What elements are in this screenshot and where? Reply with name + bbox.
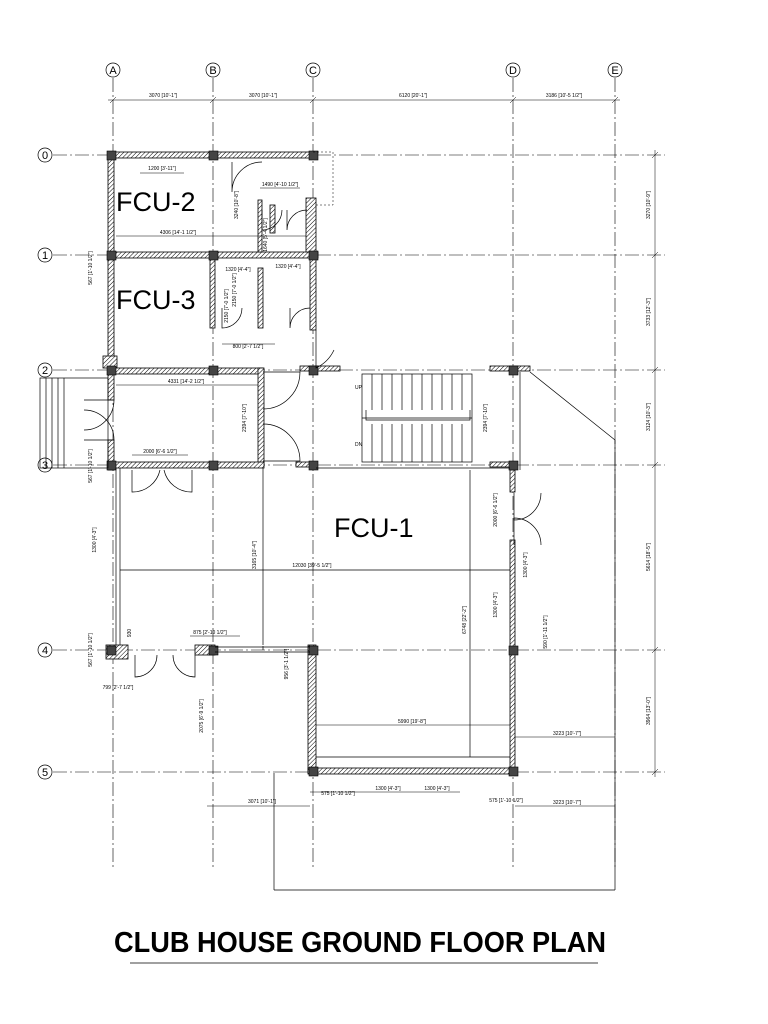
dim-800: 800 [2'-7 1/2"] xyxy=(233,344,264,350)
grid-label-3: 3 xyxy=(42,460,48,472)
columns xyxy=(106,150,519,777)
stair: UP DN xyxy=(355,373,473,463)
dim-590: 590 [1'-11 1/2"] xyxy=(543,615,549,649)
room-label-fcu-2: FCU-2 xyxy=(116,187,196,217)
entrance-steps xyxy=(39,377,109,469)
dim-875: 875 [2'-10 1/2"] xyxy=(193,630,227,636)
dim-2394b: 2394 [7'-10"] xyxy=(483,403,489,432)
dim-right-34: 5614 [18'-5"] xyxy=(646,542,652,571)
dim-4331: 4331 [14'-2 1/2"] xyxy=(168,379,205,385)
dim-799: 799 [2'-7 1/2"] xyxy=(103,685,134,691)
stair-down-label: DN xyxy=(355,442,363,448)
dim-3223b: 3223 [10'-7"] xyxy=(553,800,582,806)
room-label-fcu-3: FCU-3 xyxy=(116,285,196,315)
dim-3071: 3071 [10'-1"] xyxy=(248,799,277,805)
dim-right-45: 3964 [13'-0"] xyxy=(646,696,652,725)
dim-top-cd: 6120 [20'-1"] xyxy=(399,93,428,99)
dim-4306: 4306 [14'-1 1/2"] xyxy=(160,230,197,236)
grid-label-0: 0 xyxy=(42,150,48,162)
grid-label-1: 1 xyxy=(42,250,48,262)
dim-3165: 3165 [10'-4"] xyxy=(252,540,258,569)
dim-1640: 1640 [5'-4 1/2"] xyxy=(263,218,269,252)
dim-1320b: 1320 [4'-4"] xyxy=(275,264,301,270)
dim-2150b: 2150 [7'-0 1/2"] xyxy=(232,273,238,307)
grid-label-4: 4 xyxy=(42,645,48,657)
dim-1300c: 1300 [4'-3"] xyxy=(375,786,401,792)
right-dimension-chain: 3270 [10'-9"] 3733 [12'-3"] 3124 [10'-3"… xyxy=(646,150,659,777)
grid-label-a: A xyxy=(109,65,117,77)
dim-1490: 1490 [4'-10 1/2"] xyxy=(262,182,299,188)
grid-label-5: 5 xyxy=(42,767,48,779)
dim-1300b: 1300 [4'-3"] xyxy=(493,592,499,618)
grid-row-bubbles: 0 1 2 3 4 5 xyxy=(37,147,53,780)
dim-5990: 5990 [19'-8"] xyxy=(398,719,427,725)
dim-930: 930 xyxy=(127,629,133,638)
grid-label-e: E xyxy=(611,65,618,77)
grid-label-d: D xyxy=(509,65,517,77)
dim-1320a: 1320 [4'-4"] xyxy=(225,267,251,273)
dim-12030: 12030 [39'-5 1/2"] xyxy=(292,563,332,569)
dim-1300d: 1300 [4'-3"] xyxy=(424,786,450,792)
dim-left-567a: 567 [1'-10 1/2"] xyxy=(88,251,94,285)
dim-2000: 2000 [6'-6 1/2"] xyxy=(143,449,177,455)
stair-up-label: UP xyxy=(355,385,363,391)
interior-dimensions: 1200 [3'-11"] 1490 [4'-10 1/2"] 3240 [10… xyxy=(88,166,615,807)
doors xyxy=(83,161,542,678)
dim-right-23: 3124 [10'-3"] xyxy=(646,402,652,431)
dim-575a: 575 [1'-10 1/2"] xyxy=(321,791,355,797)
outline-lines xyxy=(115,151,616,964)
room-label-fcu-1: FCU-1 xyxy=(334,513,414,543)
dim-575b: 575 [1'-10 1/2"] xyxy=(489,798,523,804)
dim-top-ab: 3070 [10'-1"] xyxy=(149,93,178,99)
dim-2075: 2075 [6'-9 1/2"] xyxy=(199,699,205,733)
dim-left-1300: 1300 [4'-3"] xyxy=(92,527,98,553)
drawing-title: CLUB HOUSE GROUND FLOOR PLAN xyxy=(114,927,606,959)
dim-1300a: 1300 [4'-3"] xyxy=(523,552,529,578)
dim-2394a: 2394 [7'-10"] xyxy=(242,403,248,432)
dim-right-12: 3733 [12'-3"] xyxy=(646,297,652,326)
grid-label-c: C xyxy=(309,65,317,77)
dim-3223a: 3223 [10'-7"] xyxy=(553,731,582,737)
dim-2000b: 2000 [6'-6 1/2"] xyxy=(493,493,499,527)
dim-956: 956 [3'-1 1/2"] xyxy=(284,648,290,679)
dim-3240: 3240 [10'-8"] xyxy=(234,190,240,219)
grid-label-2: 2 xyxy=(42,365,48,377)
dim-6748: 6748 [22'-2"] xyxy=(462,605,468,634)
dim-top-de: 3186 [10'-5 1/2"] xyxy=(546,93,583,99)
dim-2150a: 2150 [7'-0 1/2"] xyxy=(224,289,230,323)
grid-label-b: B xyxy=(209,65,216,77)
dim-top-bc: 3070 [10'-1"] xyxy=(249,93,278,99)
top-dimension-chain: 3070 [10'-1"] 3070 [10'-1"] 6120 [20'-1"… xyxy=(108,93,620,104)
dim-left-567c: 567 [1'-10 1/2"] xyxy=(88,633,94,667)
dim-1200: 1200 [3'-11"] xyxy=(148,166,176,172)
grid-column-bubbles: A B C D E xyxy=(105,62,623,78)
dim-left-567b: 567 [1'-10 1/2"] xyxy=(88,449,94,483)
dim-right-01: 3270 [10'-9"] xyxy=(646,190,652,219)
